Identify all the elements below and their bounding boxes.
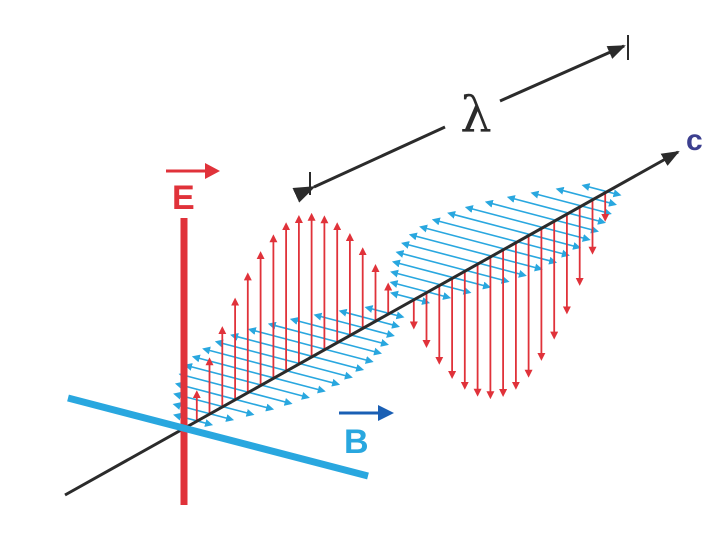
magnetic-vector xyxy=(506,195,568,214)
propagation-axis xyxy=(64,150,680,497)
magnetic-vector xyxy=(401,241,478,264)
speed-label: c xyxy=(686,124,703,157)
magnetic-vector xyxy=(447,210,529,235)
magnetic-vector xyxy=(530,190,580,207)
electric-field-vectors xyxy=(192,191,610,421)
magnetic-vector xyxy=(408,232,491,257)
magnetic-vector xyxy=(222,405,255,417)
magnetic-vector xyxy=(555,186,593,200)
magnetic-vector xyxy=(390,290,415,300)
magnetic-vector xyxy=(336,341,382,356)
magnetic-field-label-group: B xyxy=(339,405,394,461)
wavelength-indicator xyxy=(292,35,629,203)
wavelength-arrow-left xyxy=(292,125,446,203)
magnetic-vector xyxy=(364,305,389,314)
electric-field-label: E xyxy=(172,179,195,217)
electric-field-label-group: E xyxy=(166,163,220,217)
magnetic-vector xyxy=(184,363,261,386)
magnetic-vector xyxy=(178,372,249,393)
magnetic-vector xyxy=(581,183,606,192)
magnetic-field-label: B xyxy=(344,423,369,461)
magnetic-vector xyxy=(389,280,427,293)
magnetic-vector xyxy=(174,381,236,401)
magnetic-vector xyxy=(289,317,351,336)
magnetic-vector xyxy=(553,219,599,234)
magnetic-vector xyxy=(209,412,235,422)
magnetic-vector xyxy=(528,233,582,250)
magnetic-vector xyxy=(395,250,466,271)
magnetic-vector xyxy=(285,369,341,387)
magnetic-vector xyxy=(391,259,453,279)
magnetic-field-axis xyxy=(67,394,369,480)
magnetic-vector xyxy=(431,217,517,243)
magnetic-vector xyxy=(439,283,472,295)
magnetic-vector xyxy=(338,308,376,322)
magnetic-vector xyxy=(490,255,543,272)
magnetic-vector xyxy=(234,398,275,412)
magnetic-vector xyxy=(390,269,440,286)
magnetic-vector xyxy=(247,391,293,406)
magnetic-vector xyxy=(579,204,612,216)
magnetic-vector xyxy=(419,224,504,250)
magnetic-vector xyxy=(298,362,353,380)
wavelength-label: λ xyxy=(460,86,492,144)
magnetic-vector xyxy=(311,355,365,372)
magnetic-vector xyxy=(464,269,510,284)
wavelength-arrow-right xyxy=(499,44,626,103)
magnetic-vector xyxy=(426,290,452,300)
magnetic-vector xyxy=(566,211,606,225)
magnetic-vector xyxy=(375,319,400,329)
magnetic-vector xyxy=(260,384,310,400)
magnetic-vector xyxy=(324,348,374,364)
magnetic-vector xyxy=(464,205,542,228)
magnetic-vector xyxy=(484,199,555,221)
magnetic-vector xyxy=(362,326,395,338)
magnetic-vector xyxy=(267,321,338,343)
magnetic-vector xyxy=(247,327,325,350)
magnetic-vector xyxy=(451,276,492,290)
magnetic-vector xyxy=(349,333,389,347)
magnetic-vector xyxy=(273,377,326,394)
